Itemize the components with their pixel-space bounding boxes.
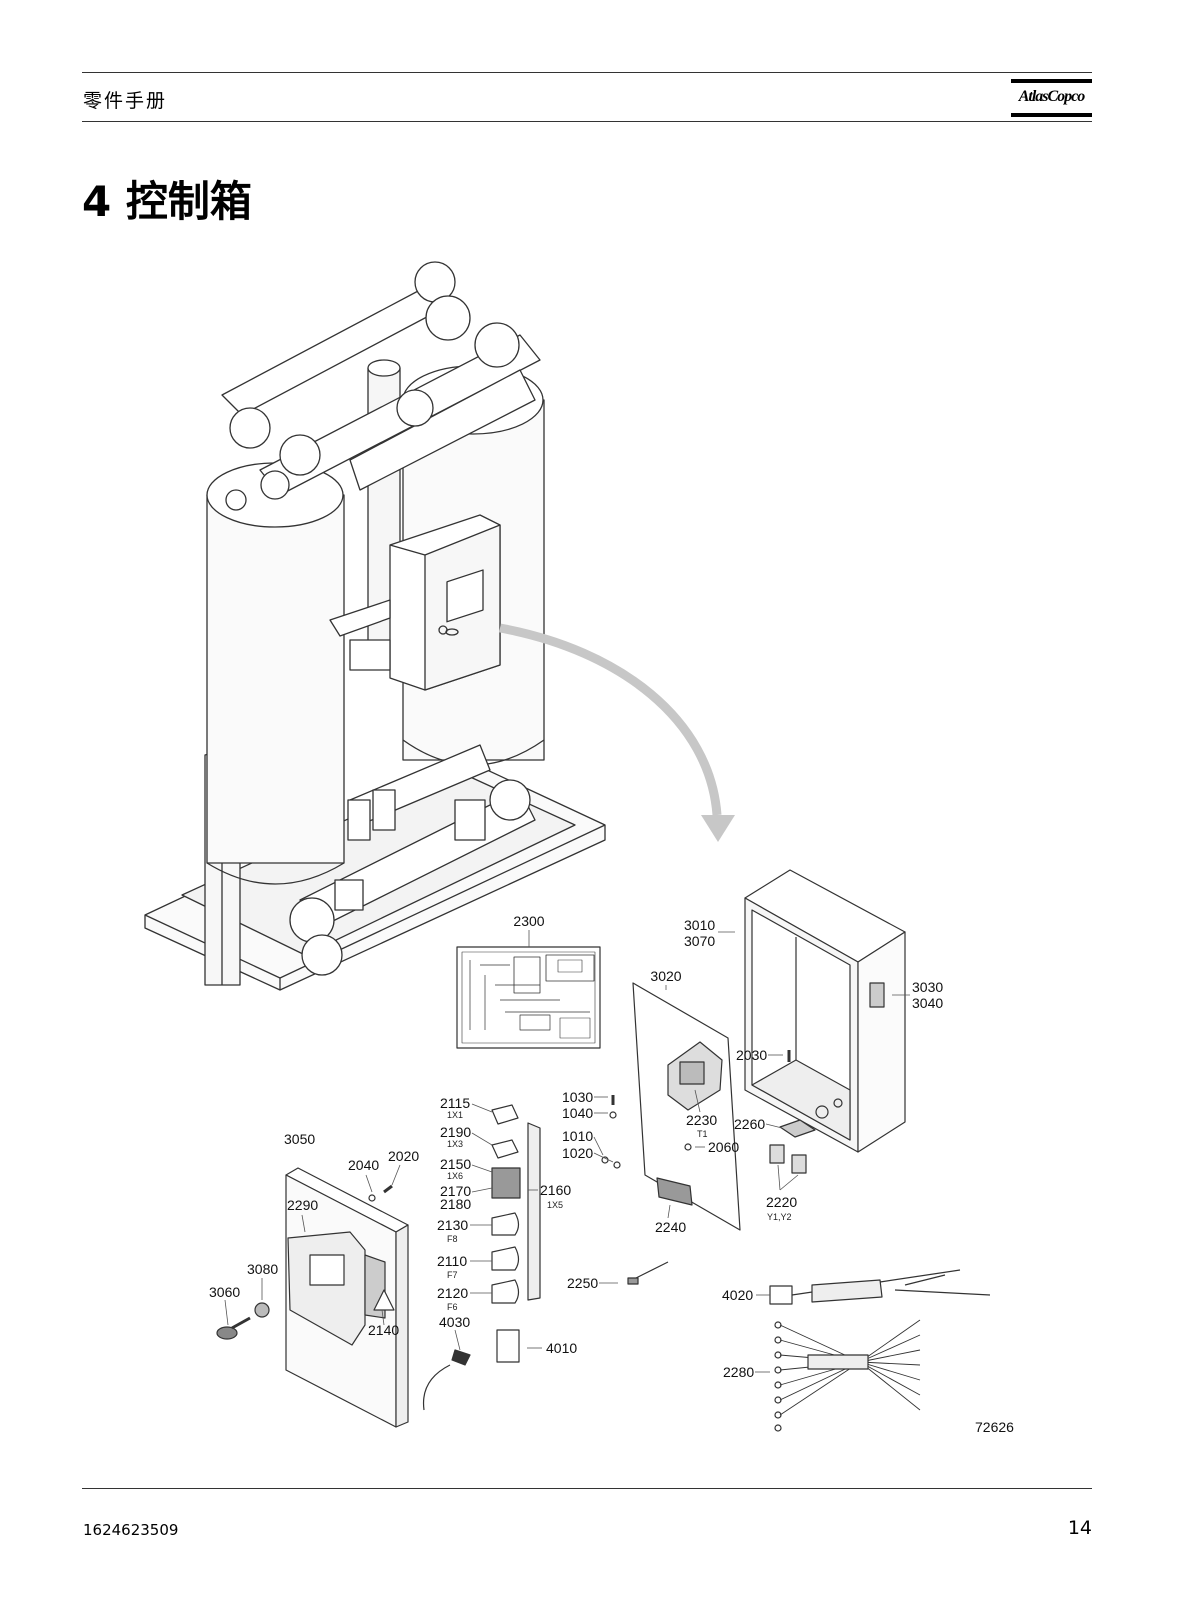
header-rule-top: [82, 72, 1092, 73]
callout-1010: 1010: [562, 1128, 593, 1144]
fasteners: [601, 1050, 791, 1169]
callout-2300: 2300: [513, 913, 544, 929]
left-dryer-tower: [206, 462, 345, 885]
callout-4010: 4010: [546, 1340, 577, 1356]
callout-2020: 2020: [388, 1148, 419, 1164]
callout-2030: 2030: [736, 1047, 767, 1063]
callout-3030: 3030: [912, 979, 943, 995]
sublabel-2110: F7: [447, 1270, 458, 1280]
sublabel-2150: 1X6: [447, 1171, 463, 1181]
logo-text: AtlasCopco: [1018, 88, 1086, 105]
callout-3050: 3050: [284, 1131, 315, 1147]
callout-2115: 2115: [440, 1095, 470, 1111]
manual-title: 零件手册: [83, 90, 168, 112]
callout-2060: 2060: [708, 1139, 739, 1155]
section-title: 4 控制箱: [82, 177, 252, 226]
footer-rule: [82, 1488, 1092, 1489]
callout-3060: 3060: [209, 1284, 240, 1300]
callout-2110: 2110: [437, 1253, 467, 1269]
solenoid-coils: [769, 1119, 816, 1174]
callout-3020: 3020: [650, 968, 681, 984]
callout-2150: 2150: [440, 1156, 471, 1172]
callout-2220: 2220: [766, 1194, 797, 1210]
callout-2140: 2140: [368, 1322, 399, 1338]
cable-harness-2280: [774, 1319, 921, 1432]
front-door-panel: [285, 1167, 471, 1428]
callout-2260: 2260: [734, 1116, 765, 1132]
callout-4020: 4020: [722, 1287, 753, 1303]
din-rail-components: [491, 1104, 541, 1363]
leader-lines: [224, 930, 910, 1373]
atlas-copco-logo: AtlasCopco: [1011, 79, 1092, 119]
bottom-piping: [289, 744, 536, 976]
callout-2170: 2170: [440, 1183, 471, 1199]
callout-2250: 2250: [567, 1275, 598, 1291]
enclosure-box: [744, 869, 906, 1153]
mounted-control-box: [329, 514, 501, 691]
callout-2280: 2280: [723, 1364, 754, 1380]
cable-harness-4020: [769, 1269, 991, 1305]
callout-1020: 1020: [562, 1145, 593, 1161]
wiring-diagram-sheet: [456, 946, 601, 1049]
callout-3040: 3040: [912, 995, 943, 1011]
sublabel-2115: 1X1: [447, 1110, 463, 1120]
doc-number: 1624623509: [83, 1521, 179, 1539]
curved-arrow: [499, 623, 735, 842]
sublabel-2160: 1X5: [547, 1200, 563, 1210]
callout-2190: 2190: [440, 1124, 471, 1140]
callout-2180: 2180: [440, 1196, 471, 1212]
callout-2230: 2230: [686, 1112, 717, 1128]
callout-3010: 3010: [684, 917, 715, 933]
sublabel-2220: Y1,Y2: [767, 1212, 792, 1222]
exploded-parts-diagram: 2300 3010 3070 3020 3030 3040 2030 1030 …: [144, 261, 1014, 1435]
callout-2130: 2130: [437, 1217, 468, 1233]
drawing-number: 72626: [975, 1419, 1014, 1435]
callout-2040: 2040: [348, 1157, 379, 1173]
header-rule-bottom: [82, 121, 1092, 122]
callout-1030: 1030: [562, 1089, 593, 1105]
callout-2290: 2290: [287, 1197, 318, 1213]
callout-2240: 2240: [655, 1219, 686, 1235]
handle-parts: [216, 1184, 393, 1340]
sublabel-2120: F6: [447, 1302, 458, 1312]
callout-1040: 1040: [562, 1105, 593, 1121]
callout-3080: 3080: [247, 1261, 278, 1277]
callout-4030: 4030: [439, 1314, 470, 1330]
top-piping: [221, 261, 541, 500]
page-number: 14: [1067, 1517, 1092, 1539]
mounting-plate: [632, 982, 741, 1231]
callout-2160: 2160: [540, 1182, 571, 1198]
sensor-cable: [627, 1261, 669, 1285]
sublabel-2190: 1X3: [447, 1139, 463, 1149]
callout-3070: 3070: [684, 933, 715, 949]
callout-2120: 2120: [437, 1285, 468, 1301]
sublabel-2230: T1: [697, 1129, 708, 1139]
sublabel-2130: F8: [447, 1234, 458, 1244]
